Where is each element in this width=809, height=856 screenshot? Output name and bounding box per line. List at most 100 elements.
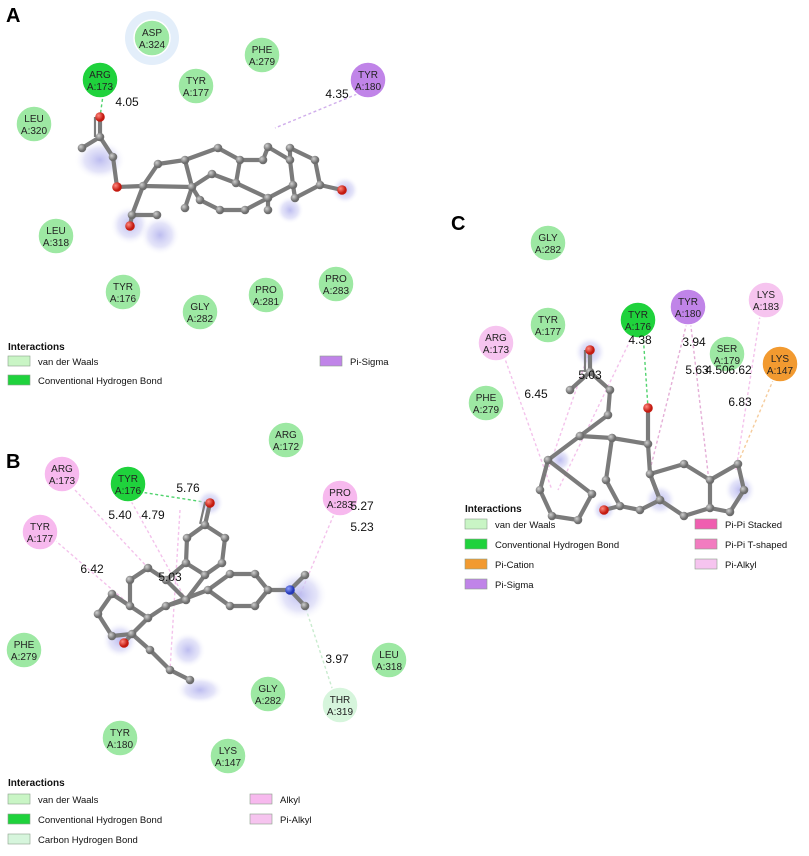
residue-id: A:279 xyxy=(249,57,276,68)
residue-disc xyxy=(321,479,359,517)
interaction-line xyxy=(734,363,781,471)
bond xyxy=(545,457,595,497)
solvent-glow xyxy=(272,569,328,621)
residue-id: A:147 xyxy=(767,366,794,377)
residue-id: A:180 xyxy=(675,309,702,320)
distance-labels: 4.054.35 xyxy=(115,87,349,109)
carbon-atom xyxy=(108,152,118,162)
legend-label: Pi-Sigma xyxy=(350,357,389,368)
carbon-atom xyxy=(165,665,175,675)
residue-name: LEU xyxy=(46,226,65,237)
residue-name: LYS xyxy=(757,290,775,301)
residue-id: A:179 xyxy=(714,356,741,367)
residue-name: ARG xyxy=(485,333,507,344)
residue-name: ASP xyxy=(142,28,162,39)
carbon-atom xyxy=(95,132,105,142)
carbon-atom xyxy=(575,431,585,441)
interaction-lines xyxy=(99,87,363,129)
oxygen-atom xyxy=(125,221,135,231)
bond xyxy=(292,182,323,201)
legend-label: van der Waals xyxy=(38,795,99,806)
carbon-atom xyxy=(127,210,137,220)
bond xyxy=(110,154,120,190)
carbon-atom xyxy=(603,410,613,420)
carbon-atom xyxy=(107,589,117,599)
interaction-line xyxy=(557,319,641,491)
residue-name: GLY xyxy=(538,233,558,244)
solvent-glow xyxy=(276,196,304,224)
carbon-atom xyxy=(93,609,103,619)
legend-swatch xyxy=(7,793,31,805)
legend-swatch xyxy=(464,538,488,550)
legend-item: Carbon Hydrogen Bond xyxy=(7,833,138,846)
residue-disc xyxy=(477,324,515,362)
legend-label: van der Waals xyxy=(38,357,99,368)
legend-item: Conventional Hydrogen Bond xyxy=(7,374,162,387)
carbon-atom xyxy=(225,569,235,579)
residue-name: TYR xyxy=(186,76,206,87)
distance-label: 4.50 xyxy=(705,363,729,377)
carbon-atom xyxy=(217,558,227,568)
residue-disc xyxy=(370,641,408,679)
residue-name: PHE xyxy=(252,45,273,56)
legend-swatch xyxy=(7,813,31,825)
solvent-glow xyxy=(140,215,180,255)
residue-name: LYS xyxy=(771,354,789,365)
bond xyxy=(577,412,611,439)
residue-disc xyxy=(101,719,139,757)
carbon-atom xyxy=(213,143,223,153)
residue-id: A:324 xyxy=(139,40,166,51)
legend-swatch xyxy=(694,518,718,530)
carbon-atom xyxy=(263,193,273,203)
carbon-atom xyxy=(143,563,153,573)
bond xyxy=(182,157,195,190)
carbon-atom xyxy=(705,503,715,513)
bond xyxy=(182,145,221,163)
legend-label: Pi-Alkyl xyxy=(725,560,757,571)
carbon-atom xyxy=(77,143,87,153)
bond xyxy=(567,369,593,393)
carbon-atom xyxy=(547,511,557,521)
residue-disc xyxy=(761,345,799,383)
distance-label: 5.27 xyxy=(350,499,374,513)
bond xyxy=(205,587,233,609)
legend-item: Pi-Alkyl xyxy=(694,558,757,571)
carbon-atom xyxy=(263,585,273,595)
interaction-line xyxy=(99,87,105,118)
residue-id: A:183 xyxy=(753,302,780,313)
residue-id: A:176 xyxy=(110,294,137,305)
carbon-atom xyxy=(573,515,583,525)
residue-name: LYS xyxy=(219,746,237,757)
carbon-atom xyxy=(125,575,135,585)
residue-name: TYR xyxy=(110,728,130,739)
legend-item: Pi-Pi T-shaped xyxy=(694,538,787,551)
interaction-line xyxy=(735,315,761,471)
residue-id: A:177 xyxy=(183,88,210,99)
bond xyxy=(147,647,173,673)
legend-label: Pi-Pi Stacked xyxy=(725,520,782,531)
legend-swatch xyxy=(319,355,343,367)
distance-label: 4.35 xyxy=(325,87,349,101)
bond xyxy=(140,183,195,190)
carbon-atom xyxy=(290,193,300,203)
residue-disc xyxy=(529,224,567,262)
bond xyxy=(575,491,595,523)
residue-disc xyxy=(43,455,81,493)
carbon-atom xyxy=(605,385,615,395)
bond xyxy=(95,611,115,639)
